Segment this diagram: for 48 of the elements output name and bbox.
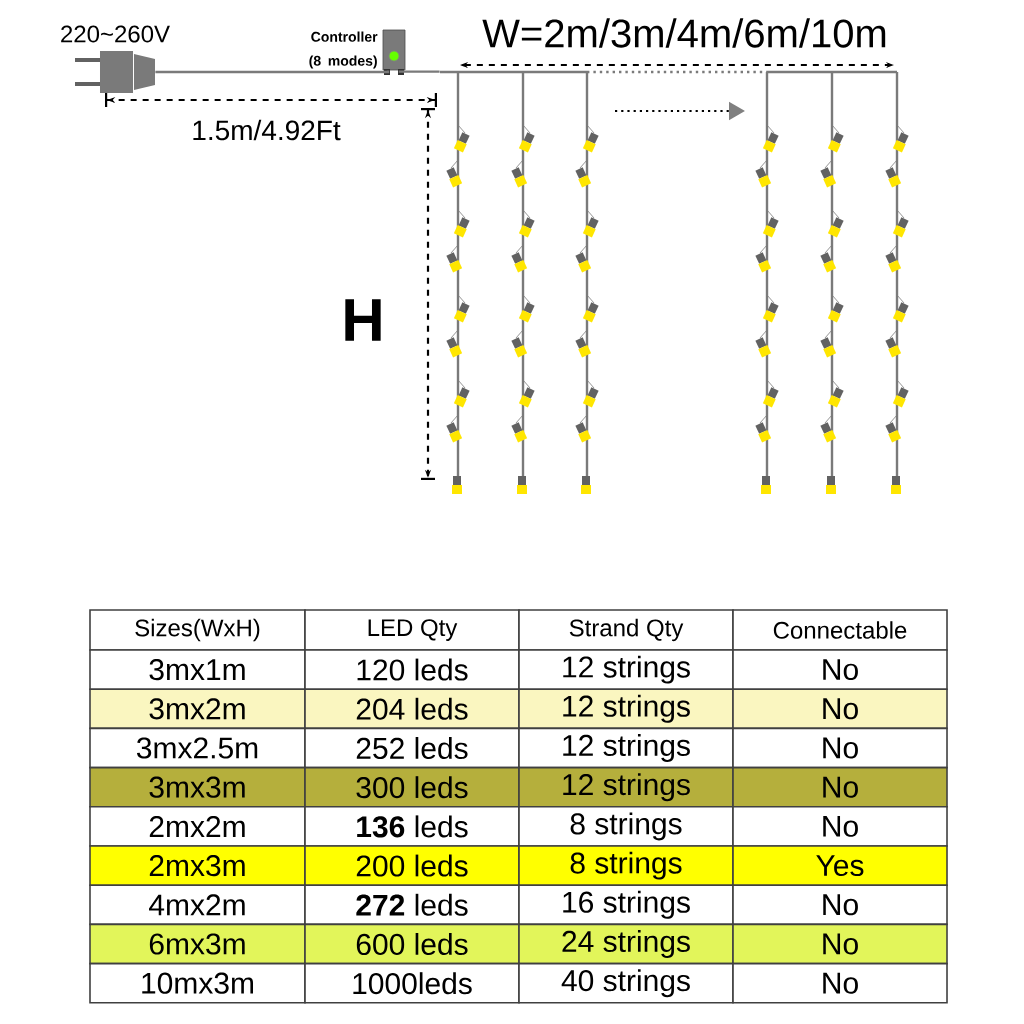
table-header-cell: Strand Qty (518, 609, 734, 651)
table-cell: 24 strings (518, 923, 734, 965)
table-cell: 12 strings (518, 727, 734, 769)
table-cell: 204 leds (304, 688, 520, 730)
table-cell: 40 strings (518, 962, 734, 1004)
table-cell: 3mx3m (89, 766, 306, 808)
table-cell: 12 strings (518, 688, 734, 730)
table-cell: 2mx3m (89, 845, 306, 886)
table-header-cell: Connectable (732, 609, 948, 651)
table-cell: No (732, 766, 948, 808)
table-cell: 4mx2m (89, 884, 306, 926)
table-cell: 2mx2m (89, 806, 306, 847)
plug-drawing (75, 51, 155, 93)
table-cell: 3mx2m (89, 688, 306, 730)
dimension-label: H (345, 299, 381, 341)
table-cell: 10mx3m (89, 962, 306, 1004)
table-cell: No (732, 884, 948, 926)
table-cell: 3mx1m (89, 649, 306, 690)
table-cell: 120 leds (304, 649, 520, 690)
controller-label: Controller (8 modes) (309, 31, 378, 69)
table-cell: 200 leds (304, 845, 520, 886)
table-cell: 8 strings (518, 806, 734, 847)
table-cell: 12 strings (518, 649, 734, 690)
dimension-label: W=2m/3m/4m/6m/10m (482, 18, 886, 48)
table-cell: 300 leds (304, 766, 520, 808)
table-cell: 16 strings (518, 884, 734, 926)
table-cell: 12 strings (518, 766, 734, 808)
table-cell: 272 leds (304, 884, 520, 926)
cable (155, 69, 390, 74)
table-header-cell: Sizes(WxH) (89, 609, 306, 651)
table-cell: No (732, 727, 948, 769)
table-cell: 8 strings (518, 845, 734, 886)
table-cell: 3mx2.5m (89, 727, 306, 769)
light-curtain-drawing (440, 70, 909, 494)
table-cell: 136 leds (304, 806, 520, 847)
table-cell: No (732, 649, 948, 690)
table-cell: No (732, 923, 948, 965)
dimension-label: 1.5m/4.92Ft (193, 119, 341, 141)
table-cell: No (732, 688, 948, 730)
table-cell: 252 leds (304, 727, 520, 769)
table-cell: Yes (732, 845, 948, 886)
table-cell: 600 leds (304, 923, 520, 965)
table-cell: No (732, 806, 948, 847)
table-cell: 6mx3m (89, 923, 306, 965)
table-header-cell: LED Qty (304, 609, 520, 651)
table-cell: No (732, 962, 948, 1004)
cable (398, 69, 440, 73)
table-cell: 1000leds (304, 962, 520, 1004)
